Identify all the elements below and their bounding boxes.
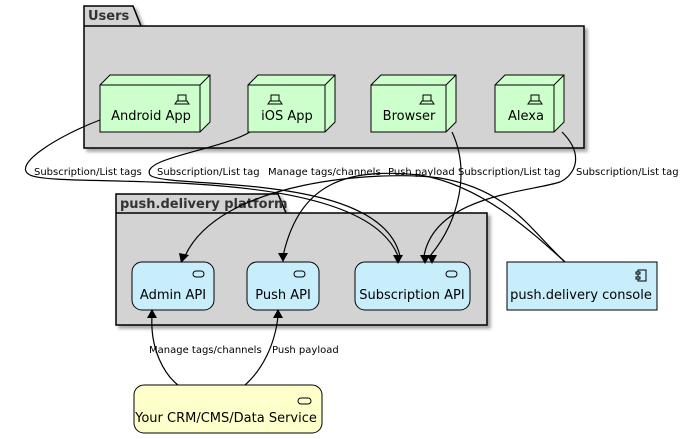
laptop-icon (174, 94, 190, 105)
laptop-icon (527, 94, 543, 105)
interface-icon (445, 270, 458, 278)
edge-alexa-subscription (423, 131, 577, 257)
edge-crm-push (244, 315, 279, 386)
edge-label-android: Subscription/List tags (34, 167, 142, 178)
alexa-node[interactable]: Alexa (494, 74, 565, 133)
component-icon (635, 269, 647, 282)
arrowhead-crm-admin (147, 309, 157, 318)
crm-label: Your CRM/CMS/Data Service (134, 411, 317, 426)
ios-app-label: iOS App (261, 109, 313, 124)
ios-app-node[interactable]: iOS App (247, 74, 336, 133)
laptop-icon (267, 94, 283, 105)
arrowhead-crm-push (273, 309, 283, 318)
crm-node[interactable]: Your CRM/CMS/Data Service (133, 384, 323, 434)
interface-icon (297, 397, 312, 405)
browser-label: Browser (383, 109, 436, 124)
edge-console-push (282, 172, 566, 263)
edge-browser-subscription (429, 131, 462, 257)
edge-label-crm-push: Push payload (272, 345, 339, 356)
arrowhead-admin (179, 253, 189, 263)
edge-label-browser: Subscription/List tag (458, 167, 561, 178)
admin-api-node[interactable]: Admin API (131, 261, 215, 311)
admin-api-label: Admin API (140, 288, 206, 303)
users-package-title: Users (88, 9, 130, 24)
console-node[interactable]: push.delivery console (506, 261, 658, 311)
push-api-node[interactable]: Push API (246, 261, 320, 311)
laptop-icon (419, 94, 435, 105)
edge-console-admin (184, 175, 566, 263)
interface-icon (192, 270, 205, 278)
edge-label-console-push: Push payload (388, 167, 455, 178)
android-app-label: Android App (111, 109, 191, 124)
edge-label-alexa: Subscription/List tag (576, 167, 679, 178)
android-app-node[interactable]: Android App (99, 74, 211, 133)
subscription-api-label: Subscription API (359, 288, 464, 303)
edges (24, 119, 577, 386)
edge-ios-subscription (148, 131, 401, 257)
platform-package-title: push.delivery platform (120, 197, 288, 212)
arrowhead-push (278, 253, 288, 262)
arrowhead-subscription-1 (393, 255, 403, 264)
subscription-api-node[interactable]: Subscription API (354, 261, 471, 311)
edge-android-subscription (24, 119, 399, 257)
alexa-label: Alexa (508, 109, 544, 124)
arrowhead-subscription-3 (427, 255, 437, 264)
arrowhead-subscription-2 (420, 255, 430, 264)
browser-node[interactable]: Browser (370, 74, 457, 133)
edge-crm-admin (151, 315, 179, 386)
push-api-label: Push API (255, 288, 311, 303)
edge-label-ios: Subscription/List tag (157, 167, 260, 178)
interface-icon (293, 270, 306, 278)
edge-label-crm-manage: Manage tags/channels (149, 345, 262, 356)
edge-label-console-manage: Manage tags/channels (268, 167, 381, 178)
console-label: push.delivery console (510, 288, 652, 303)
